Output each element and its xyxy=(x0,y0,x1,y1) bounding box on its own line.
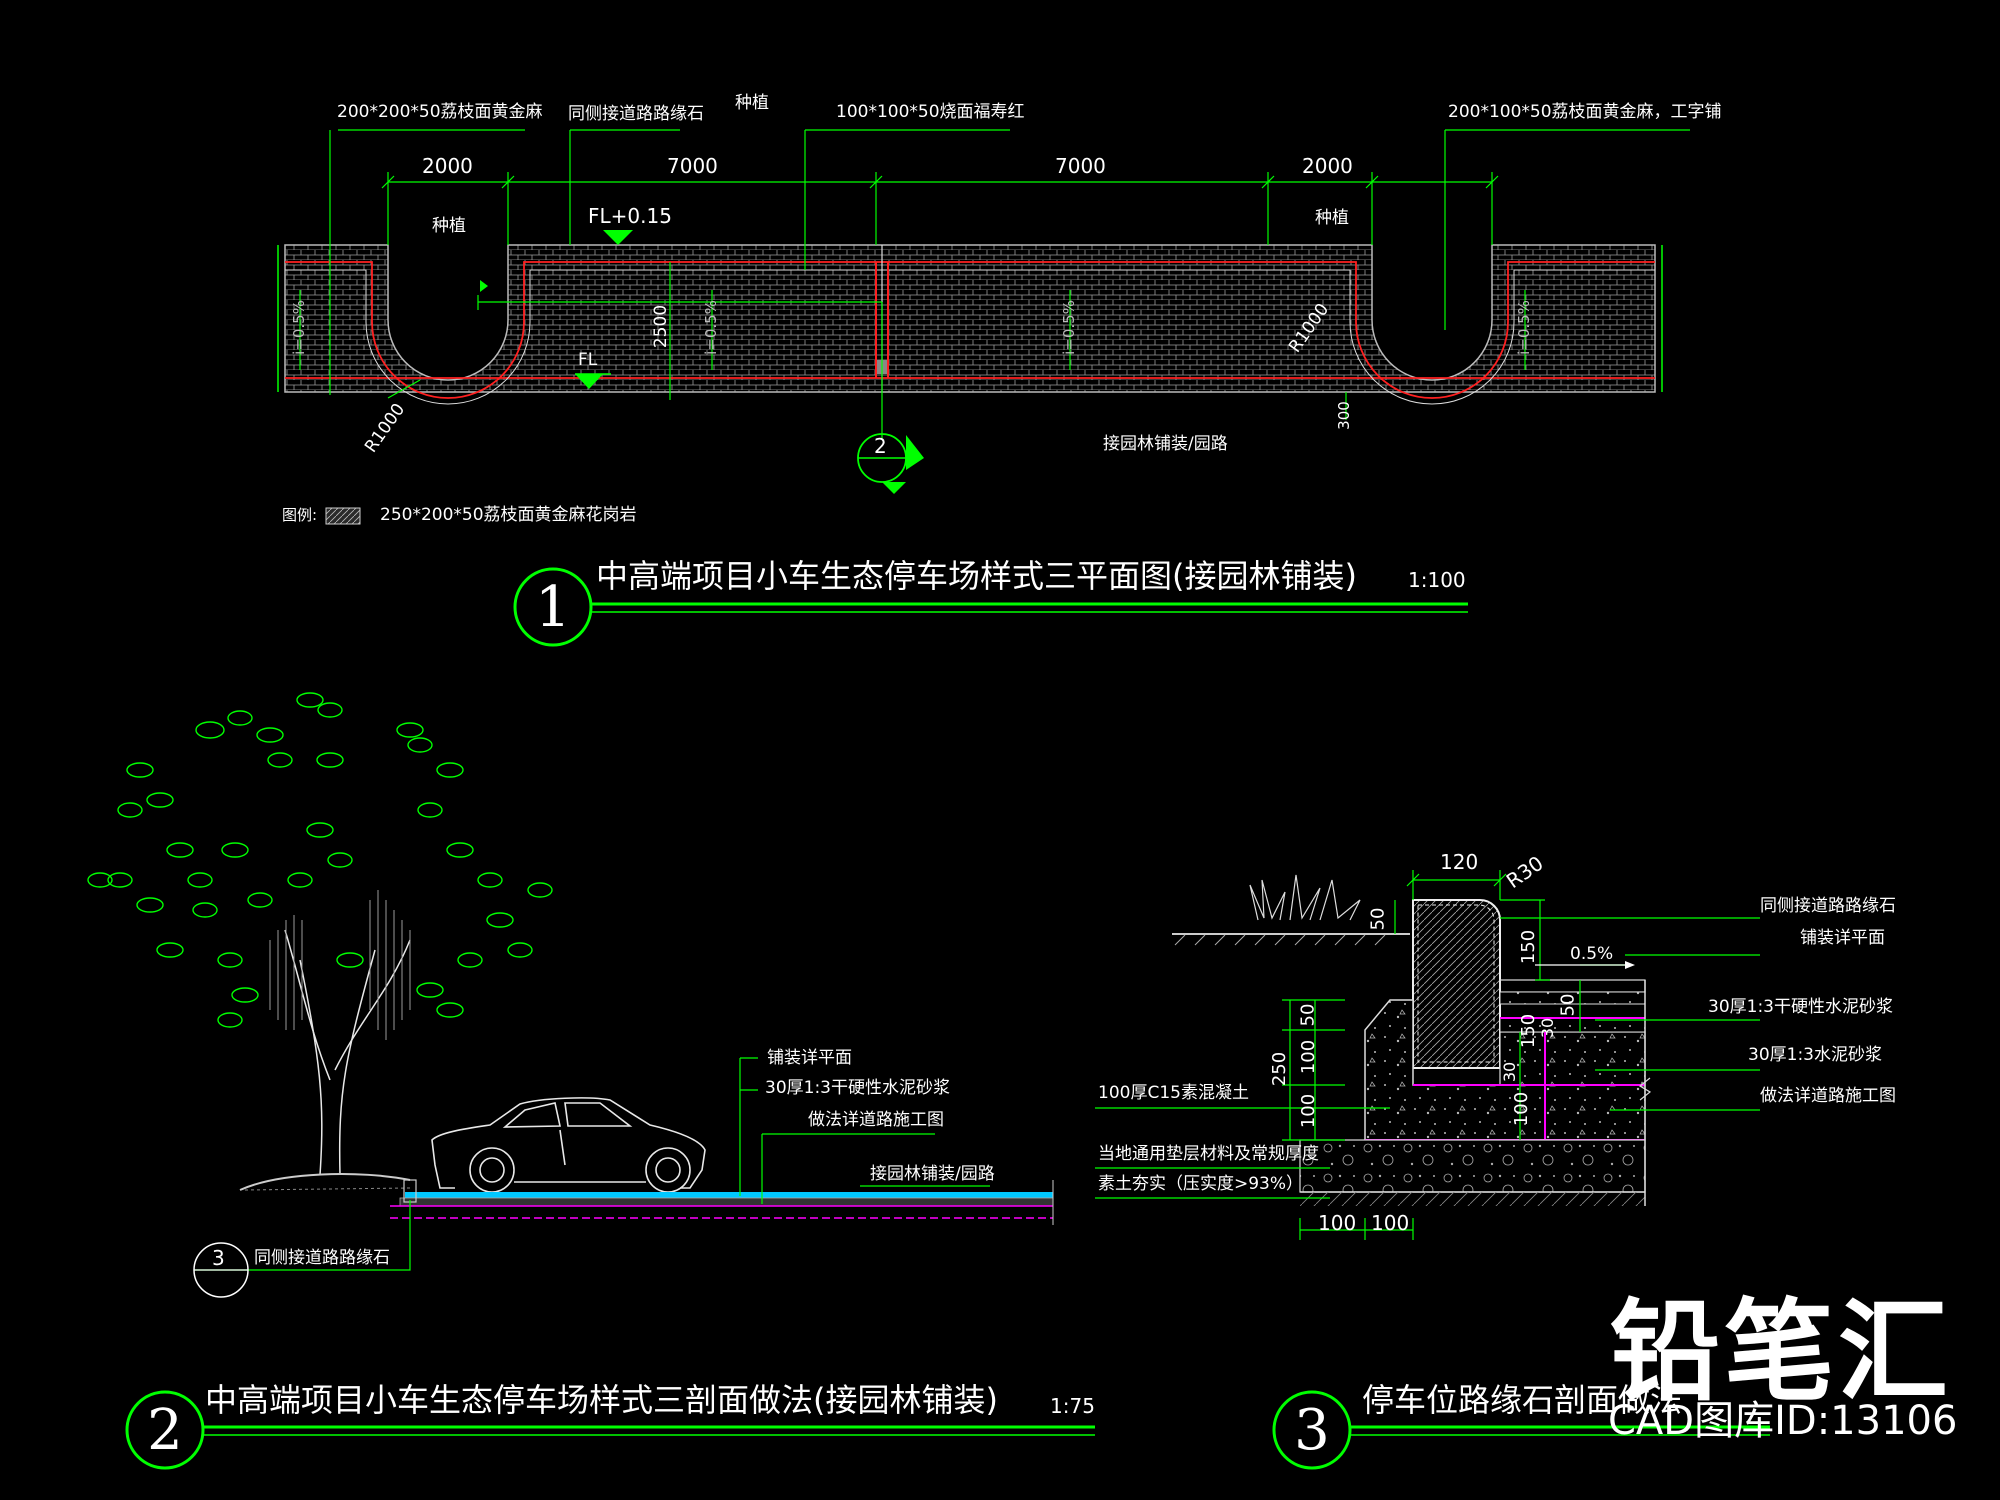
detail-dim-30-a: 30 xyxy=(1538,1017,1558,1039)
detail-dim-150-mid: 150 xyxy=(1518,1013,1540,1049)
label-planting-left: 种植 xyxy=(432,216,466,236)
slope-1: i=0.5% xyxy=(289,300,308,355)
detail-note-curb: 同侧接道路路缘石 xyxy=(1760,896,1896,916)
section-note-paving: 铺装详平面 xyxy=(767,1048,852,1068)
dim-7000-right: 7000 xyxy=(1055,154,1106,178)
detail-dim-120: 120 xyxy=(1440,850,1479,874)
plan-drawing xyxy=(277,129,1690,647)
level-fl: FL xyxy=(578,350,598,370)
dim-depth-2500: 2500 xyxy=(651,304,672,349)
callout-granite-200x100: 200*100*50荔枝面黄金麻，工字铺 xyxy=(1448,102,1722,122)
callout-curb-stone: 同侧接道路路缘石 xyxy=(568,104,704,124)
tree-elevation xyxy=(284,929,411,1176)
detail-note-base: 当地通用垫层材料及常规厚度 xyxy=(1098,1144,1319,1164)
detail-number: 3 xyxy=(1294,1398,1330,1463)
section-marker-2: 2 xyxy=(874,434,887,458)
detail-dim-150-top: 150 xyxy=(1518,929,1540,965)
plan-title: 中高端项目小车生态停车场样式三平面图(接园林铺装) xyxy=(596,557,1357,595)
dim-2000-left: 2000 xyxy=(422,154,473,178)
note-connect-paving: 接园林铺装/园路 xyxy=(1103,434,1228,454)
brand-caption: CAD图库ID:13106 xyxy=(1608,1398,1958,1444)
slope-4: i=0.5% xyxy=(1514,300,1533,355)
detail-dim-30-b: 30 xyxy=(1500,1061,1520,1083)
section-title: 中高端项目小车生态停车场样式三剖面做法(接园林铺装) xyxy=(205,1381,998,1419)
slope-2: i=0.5% xyxy=(701,300,720,355)
detail-dim-50-right: 50 xyxy=(1557,993,1579,1017)
curb-note: 同侧接道路路缘石 xyxy=(254,1248,390,1268)
detail-note-road: 做法详道路施工图 xyxy=(1760,1086,1896,1106)
callout-granite-200x200: 200*200*50荔枝面黄金麻 xyxy=(337,102,543,122)
curb-detail-drawing xyxy=(1095,870,1770,1470)
slope-3: i=0.5% xyxy=(1059,300,1078,355)
tree-canopy xyxy=(87,692,553,1028)
detail-note-paving: 铺装详平面 xyxy=(1800,928,1885,948)
detail-note-dry-mortar: 30厚1:3干硬性水泥砂浆 xyxy=(1708,997,1893,1017)
detail-dim-100-bottom-b: 100 xyxy=(1371,1211,1410,1235)
section-scale: 1:75 xyxy=(1050,1394,1095,1418)
detail-note-mortar: 30厚1:3水泥砂浆 xyxy=(1748,1045,1882,1065)
detail-dim-100-right: 100 xyxy=(1511,1091,1533,1127)
section-note-mortar: 30厚1:3干硬性水泥砂浆 xyxy=(765,1078,950,1098)
detail-dim-100-left-b: 100 xyxy=(1298,1093,1320,1129)
section-note-road: 做法详道路施工图 xyxy=(808,1110,944,1130)
plan-paving-area xyxy=(284,244,1656,393)
level-fl-015: FL+0.15 xyxy=(588,204,672,228)
detail-title: 停车位路缘石剖面做法 xyxy=(1362,1381,1683,1419)
detail-slope: 0.5% xyxy=(1570,944,1614,964)
legend-text: 250*200*50荔枝面黄金麻花岗岩 xyxy=(380,505,637,525)
curb-marker-3: 3 xyxy=(212,1246,225,1270)
section-note-connect: 接园林铺装/园路 xyxy=(870,1164,995,1184)
section-number: 2 xyxy=(147,1398,183,1463)
dim-300: 300 xyxy=(1334,401,1353,430)
dim-7000-left: 7000 xyxy=(667,154,718,178)
car-elevation xyxy=(431,1097,706,1193)
detail-note-soil: 素土夯实（压实度>93%） xyxy=(1098,1174,1304,1194)
detail-dim-50-top: 50 xyxy=(1367,907,1389,931)
detail-dim-250: 250 xyxy=(1269,1051,1291,1087)
dim-2000-right: 2000 xyxy=(1302,154,1353,178)
callout-planting-top: 种植 xyxy=(735,93,769,113)
detail-dim-50-left: 50 xyxy=(1297,1003,1319,1027)
detail-dim-100-bottom-a: 100 xyxy=(1318,1211,1357,1235)
legend-label: 图例: xyxy=(282,506,318,524)
label-planting-right: 种植 xyxy=(1315,208,1349,228)
plan-number: 1 xyxy=(535,575,571,640)
callout-red-granite-100x100: 100*100*50烧面福寿红 xyxy=(836,102,1025,122)
detail-note-concrete: 100厚C15素混凝土 xyxy=(1098,1083,1249,1103)
plan-scale: 1:100 xyxy=(1408,568,1466,592)
section-drawing xyxy=(87,692,1095,1470)
brand-logo: 铅笔汇 xyxy=(1610,1288,1952,1416)
detail-dim-100-left: 100 xyxy=(1298,1039,1320,1075)
